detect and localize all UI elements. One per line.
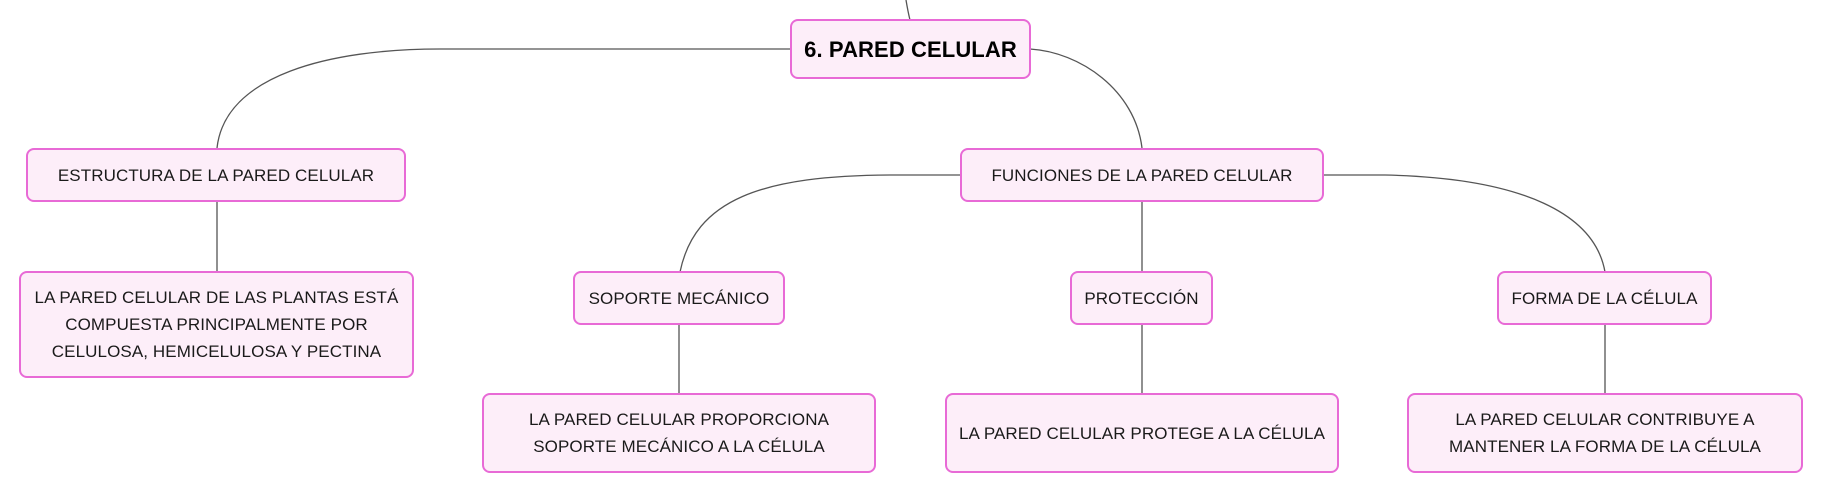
support-node[interactable]: SOPORTE MECÁNICO bbox=[573, 271, 785, 325]
support-detail-label: LA PARED CELULAR PROPORCIONA SOPORTE MEC… bbox=[528, 410, 830, 456]
support-detail-node[interactable]: LA PARED CELULAR PROPORCIONA SOPORTE MEC… bbox=[482, 393, 876, 473]
structure-detail-node[interactable]: LA PARED CELULAR DE LAS PLANTAS ESTÁ COM… bbox=[19, 271, 414, 378]
structure-node-label: ESTRUCTURA DE LA PARED CELULAR bbox=[57, 165, 375, 185]
connector-funciones-soporte bbox=[679, 174, 961, 273]
structure-detail-label: LA PARED CELULAR DE LAS PLANTAS ESTÁ COM… bbox=[34, 288, 399, 361]
shape-detail-label: LA PARED CELULAR CONTRIBUYE A MANTENER L… bbox=[1449, 410, 1761, 456]
shape-detail-node[interactable]: LA PARED CELULAR CONTRIBUYE A MANTENER L… bbox=[1407, 393, 1803, 473]
structure-node[interactable]: ESTRUCTURA DE LA PARED CELULAR bbox=[26, 148, 406, 202]
protection-detail-node[interactable]: LA PARED CELULAR PROTEGE A LA CÉLULA bbox=[945, 393, 1339, 473]
protection-node-label: PROTECCIÓN bbox=[1084, 288, 1199, 308]
root-node-label: 6. PARED CELULAR bbox=[804, 36, 1017, 62]
connector-parent-root bbox=[905, 0, 911, 21]
functions-node[interactable]: FUNCIONES DE LA PARED CELULAR bbox=[960, 148, 1324, 202]
support-node-label: SOPORTE MECÁNICO bbox=[588, 288, 770, 308]
protection-detail-label: LA PARED CELULAR PROTEGE A LA CÉLULA bbox=[958, 423, 1326, 443]
protection-node[interactable]: PROTECCIÓN bbox=[1070, 271, 1213, 325]
connector-root-funciones bbox=[1029, 48, 1143, 149]
functions-node-label: FUNCIONES DE LA PARED CELULAR bbox=[991, 165, 1293, 185]
connector-root-estructura bbox=[216, 48, 791, 149]
connector-funciones-forma bbox=[1323, 174, 1606, 273]
shape-node[interactable]: FORMA DE LA CÉLULA bbox=[1497, 271, 1712, 325]
root-node[interactable]: 6. PARED CELULAR bbox=[790, 19, 1031, 79]
shape-node-label: FORMA DE LA CÉLULA bbox=[1511, 288, 1698, 308]
